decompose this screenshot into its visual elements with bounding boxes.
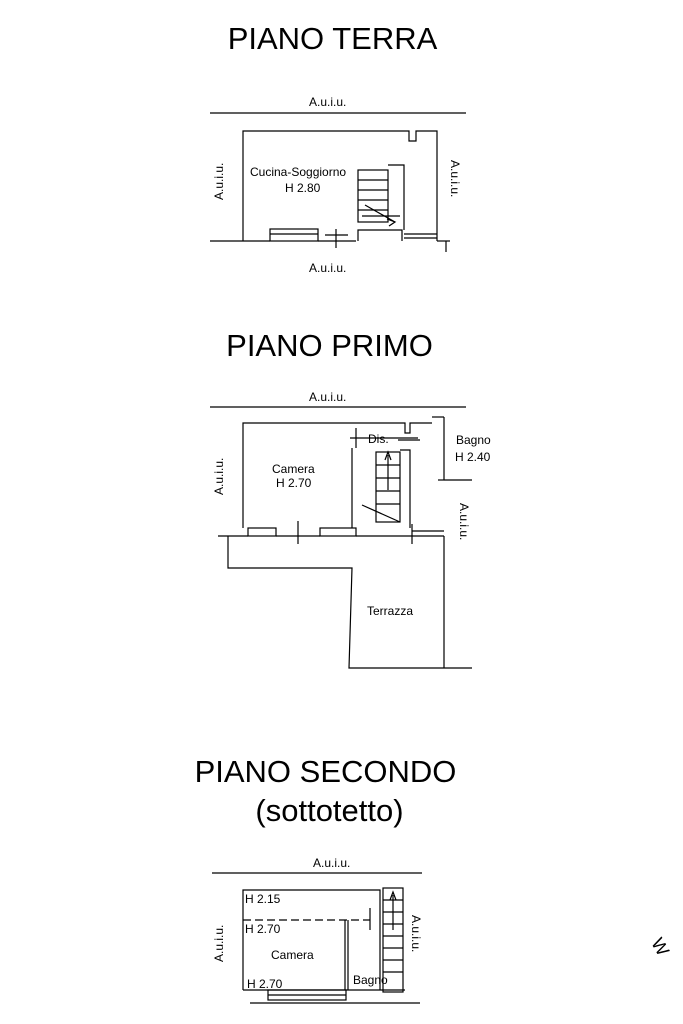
piano-primo-bagno-label: Bagno bbox=[456, 433, 491, 447]
piano-secondo-bagno-label: Bagno bbox=[353, 973, 388, 987]
piano-primo-camera-height-label: H 2.70 bbox=[276, 476, 312, 490]
piano-secondo-west-label: A.u.i.u. bbox=[212, 924, 226, 962]
piano-secondo-east-label: A.u.i.u. bbox=[409, 915, 423, 953]
piano-secondo-h-top-label: H 2.15 bbox=[245, 892, 281, 906]
piano-primo-north-label: A.u.i.u. bbox=[309, 390, 347, 404]
piano-terra-plan bbox=[210, 112, 466, 252]
piano-primo-plan bbox=[210, 406, 472, 669]
piano-primo-east-label: A.u.i.u. bbox=[457, 503, 471, 541]
piano-terra-title: PIANO TERRA bbox=[227, 21, 438, 56]
piano-terra-east-label: A.u.i.u. bbox=[448, 160, 462, 198]
piano-terra-west-label: A.u.i.u. bbox=[212, 162, 226, 200]
piano-terra-height-label: H 2.80 bbox=[285, 181, 321, 195]
piano-secondo-north-label: A.u.i.u. bbox=[313, 856, 351, 870]
piano-secondo-camera-label: Camera bbox=[271, 948, 314, 962]
piano-secondo-title: PIANO SECONDO bbox=[194, 754, 457, 789]
piano-primo-west-label: A.u.i.u. bbox=[212, 457, 226, 495]
piano-secondo-plan bbox=[212, 872, 422, 1004]
piano-secondo-h-bottom-label: H 2.70 bbox=[247, 977, 283, 991]
piano-primo-camera-label: Camera bbox=[272, 462, 315, 476]
piano-terra-north-label: A.u.i.u. bbox=[309, 95, 347, 109]
piano-secondo-h-mid-label: H 2.70 bbox=[245, 922, 281, 936]
piano-primo-dis-label: Dis. bbox=[368, 432, 389, 446]
piano-primo-bagno-height-label: H 2.40 bbox=[455, 450, 491, 464]
piano-terra-south-label: A.u.i.u. bbox=[309, 261, 347, 275]
piano-primo-terrazza-label: Terrazza bbox=[367, 604, 414, 618]
piano-terra-room-label: Cucina-Soggiorno bbox=[250, 165, 347, 179]
piano-secondo-subtitle: (sottotetto) bbox=[255, 793, 404, 828]
piano-primo-title: PIANO PRIMO bbox=[226, 328, 433, 363]
